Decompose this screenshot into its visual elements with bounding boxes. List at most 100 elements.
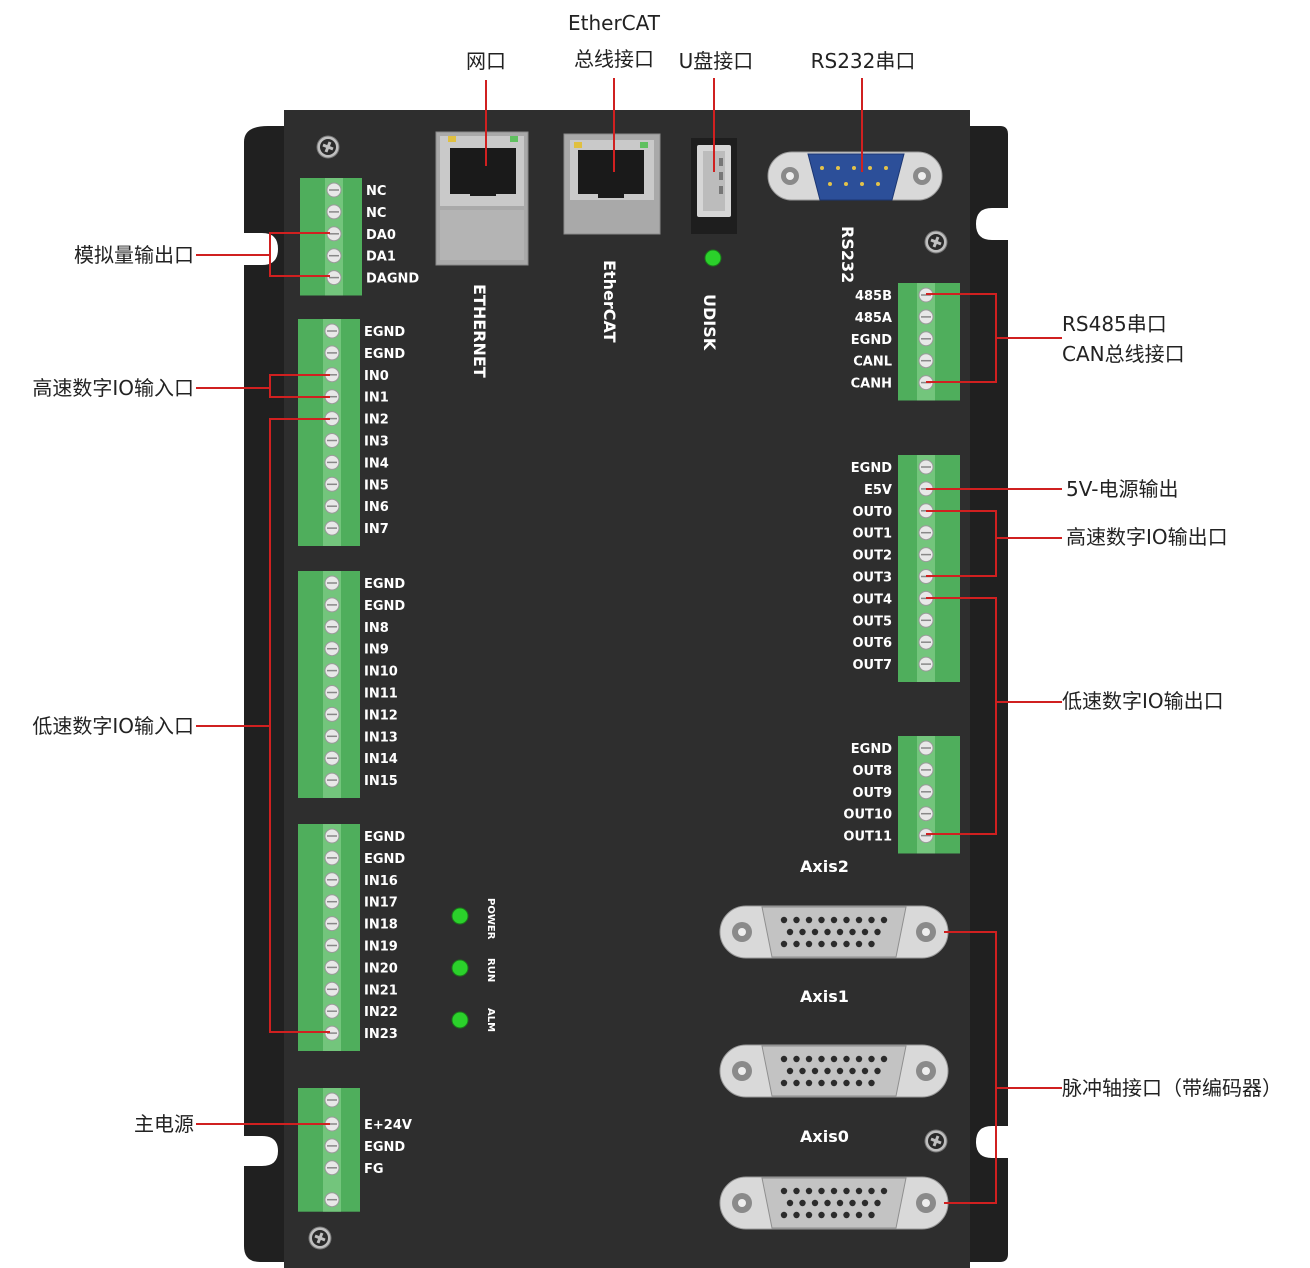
axis0-connector[interactable] [719,1176,949,1230]
axis0-label: Axis0 [800,1127,849,1146]
ethernet-port[interactable] [435,131,529,266]
terminal-screw-icon [324,662,340,679]
connector-pin [861,1067,869,1075]
terminal-screw-icon [324,432,340,449]
udisk-port[interactable] [691,138,737,234]
connector-pin [818,940,825,948]
connector-pin [830,1187,838,1195]
connector-pin [793,1079,800,1087]
connector-pin [830,1211,838,1219]
connector-pin [836,928,844,936]
led-alm: ALM [451,1008,496,1032]
terminal-screw-icon [326,247,342,264]
connector-pin [843,1187,850,1195]
terminal-pin-label: IN22 [364,1005,398,1020]
terminal-pin-label: IN6 [364,500,389,515]
terminal-screw-icon [918,612,934,629]
screw-icon [307,1225,333,1251]
callout-high-speed-input: 高速数字IO输入口 [32,376,194,400]
connector-pin [818,916,825,924]
callout-lines [196,78,1062,1204]
connector-pin [880,1055,888,1063]
connector-pin [830,1079,838,1087]
callout-analog-output: 模拟量输出口 [74,243,194,267]
ethercat-port[interactable] [563,133,661,235]
terminal-pin-label: IN1 [364,391,389,406]
connector-pin [780,1079,788,1087]
connector-pin [824,1067,831,1075]
terminal-pin-label: IN14 [364,752,398,767]
terminal-pin-label: EGND [851,742,892,757]
terminal-screw-icon [324,706,340,723]
terminal-screw-icon [918,524,934,541]
terminal-pin-label: EGND [364,347,405,362]
led-run-label: RUN [485,958,496,982]
terminal-pin-label: NC [366,184,386,199]
connector-pin [830,1055,838,1063]
udisk-port-label: UDISK [700,294,719,351]
connector-pin [843,1079,850,1087]
terminal-screw-icon [918,805,934,822]
callout-rs485-line2: CAN总线接口 [1062,342,1185,366]
connector-pin [786,1199,794,1207]
terminal-screw-icon [324,1160,340,1176]
terminal-screw-icon [324,959,340,976]
connector-pin [855,1187,863,1195]
terminal-pin-label: DA0 [366,228,396,243]
connector-pin [849,1067,856,1075]
connector-face [761,1045,907,1097]
connector-pin [805,1211,813,1219]
axis2-connector[interactable] [719,905,949,959]
connector-pin [805,916,813,924]
terminal-pin-label: DA1 [366,250,396,265]
terminal-screw-icon [918,762,934,778]
connector-pin [811,1067,819,1075]
terminal-pin-label: IN11 [364,687,398,702]
callout-5v-output: 5V-电源输出 [1066,477,1179,501]
connector-screw-hole [922,928,930,936]
screw-icon [923,1128,949,1154]
connector-pin [855,940,863,948]
terminal-pin-label: OUT10 [843,808,892,823]
connector-pin [793,1055,800,1063]
terminal-pin-label: EGND [851,333,892,348]
axis1-connector[interactable] [719,1044,949,1098]
axis2-label: Axis2 [800,857,849,876]
terminal-screw-icon [324,498,340,514]
ethercat-port-label: EtherCAT [600,260,619,343]
terminal-pin-label: IN3 [364,435,389,450]
terminal-pin-label: OUT2 [852,549,892,564]
connector-pin [855,1055,863,1063]
terminal-pin-label: OUT8 [852,764,892,779]
terminal-screw-icon [918,740,934,756]
connector-pin [818,1211,825,1219]
terminal-pin-label: FG [364,1162,384,1177]
connector-pin [818,1055,825,1063]
connector-pin [793,940,800,948]
terminal-screw-icon [324,1191,340,1208]
terminal-pin-label: IN19 [364,940,398,955]
led-power-label: POWER [485,898,496,940]
rs232-port[interactable] [767,151,943,201]
connector-pin [874,928,881,936]
terminal-screw-icon [918,784,934,800]
connector-screw-hole [738,928,746,936]
terminal-pin-label: CANL [853,355,892,370]
connector-pin [811,1199,819,1207]
terminal-screw-icon [324,520,340,536]
terminal-screw-icon [918,546,934,563]
callout-rs232: RS232串口 [810,49,916,73]
terminal-screw-icon [918,459,934,475]
terminal-screw-icon [324,575,340,591]
connector-face [761,1177,907,1229]
terminal-screw-icon [918,309,934,325]
